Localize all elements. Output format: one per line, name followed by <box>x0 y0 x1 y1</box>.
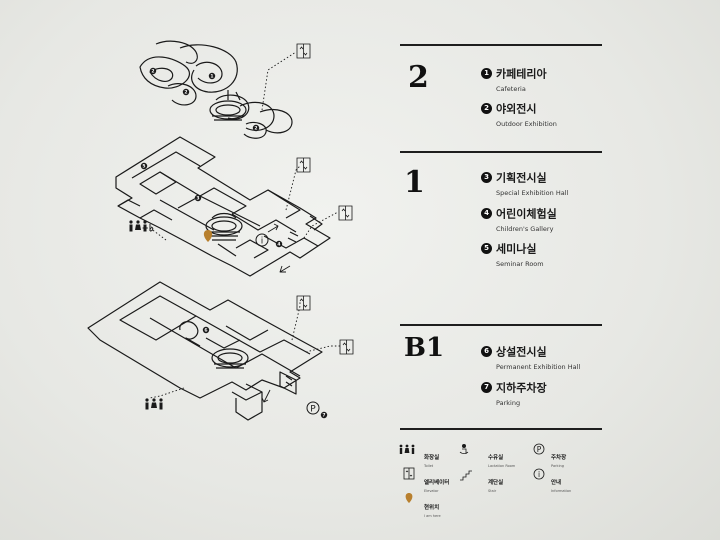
leader-lines <box>138 52 340 398</box>
svg-text:P: P <box>537 445 542 454</box>
toilet-icon <box>399 444 415 454</box>
floor-label-b1: B1 <box>404 333 445 363</box>
info-icon: i <box>256 234 268 247</box>
svg-text:i: i <box>538 470 540 479</box>
divider-top <box>400 44 602 46</box>
elevator-icon <box>403 467 415 480</box>
map-badge-2b: 2 <box>149 67 157 75</box>
legend-elevator: 엘리베이터 Elevator <box>424 480 450 493</box>
info-icon: i <box>533 468 545 480</box>
legend-icons: P i <box>399 443 545 503</box>
divider-1 <box>400 151 602 153</box>
legend-parking: 주차장 Parking <box>551 455 567 468</box>
svg-text:2: 2 <box>151 69 154 75</box>
parking-icon: P <box>533 443 545 455</box>
elevator-icon <box>297 44 310 58</box>
elevator-icon <box>340 340 353 354</box>
elevator-icon <box>297 158 310 172</box>
svg-text:5: 5 <box>142 164 145 170</box>
elevator-icon <box>339 206 352 220</box>
floor-2-plan <box>140 41 292 138</box>
legend-info: 안내 Information <box>551 480 572 493</box>
map-badge-2c: 2 <box>252 124 260 132</box>
svg-text:3: 3 <box>196 196 199 202</box>
svg-text:1: 1 <box>210 74 213 80</box>
map-badge-5: 5 <box>140 162 148 170</box>
svg-text:2: 2 <box>184 90 187 96</box>
legend-toilet: 화장실 Toilet <box>424 455 440 468</box>
floor-plan-map: 1 2 2 2 5 3 4 6 7 i P <box>0 0 400 540</box>
toilet-icon <box>129 220 152 232</box>
entrance-arrows <box>262 224 290 402</box>
floor-1-plan <box>116 137 330 276</box>
map-badge-4: 4 <box>275 240 283 248</box>
divider-b1 <box>400 324 602 326</box>
map-badge-6: 6 <box>202 326 210 334</box>
svg-text:6: 6 <box>204 328 207 334</box>
here-marker-icon <box>203 230 213 242</box>
map-badge-2: 2 <box>182 88 190 96</box>
here-marker-icon <box>405 493 413 503</box>
svg-text:i: i <box>261 237 264 247</box>
floor-label-2: 2 <box>408 60 429 95</box>
divider-legend <box>400 428 602 430</box>
map-badge-3: 3 <box>194 194 202 202</box>
legend-here: 현위치 I am here <box>424 505 441 518</box>
svg-text:7: 7 <box>322 413 325 419</box>
floor-b1-plan <box>88 282 322 420</box>
parking-icon: P <box>307 402 319 415</box>
map-badge-1: 1 <box>208 72 216 80</box>
map-badge-7: 7 <box>320 411 328 419</box>
svg-text:4: 4 <box>277 242 280 248</box>
floor-label-1: 1 <box>404 165 425 200</box>
legend-lactation: 수유실 Lactation Room <box>488 455 516 468</box>
elevator-icon <box>297 296 310 310</box>
stair-icon <box>460 470 472 481</box>
svg-text:P: P <box>310 405 316 415</box>
toilet-icon <box>145 398 163 410</box>
svg-text:2: 2 <box>254 126 257 132</box>
legend-stair: 계단실 Stair <box>488 480 504 493</box>
lactation-icon <box>459 444 469 454</box>
